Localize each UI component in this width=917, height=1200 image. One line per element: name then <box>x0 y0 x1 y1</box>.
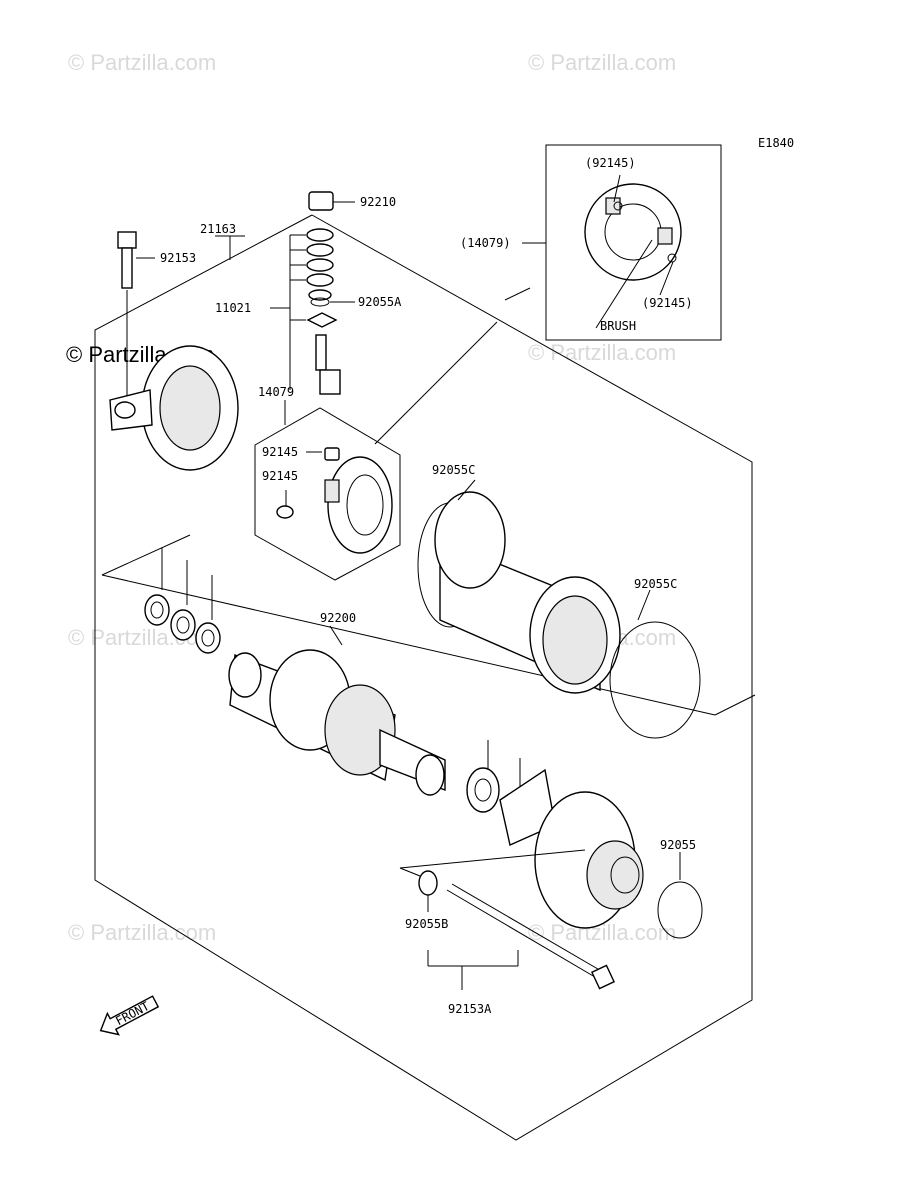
inset-label-14079: (14079) <box>460 236 511 250</box>
label-92055: 92055 <box>660 838 696 852</box>
watermark-6: © Partzilla.com <box>68 920 216 945</box>
label-11021: 11021 <box>215 301 251 315</box>
brush-inset: (92145) (14079) (92145) BRUSH <box>374 144 722 445</box>
label-92200: 92200 <box>320 611 356 625</box>
label-92145-lower: 92145 <box>262 469 298 483</box>
label-92153A: 92153A <box>448 1002 492 1016</box>
armature-92200 <box>228 625 446 796</box>
watermark-1: © Partzilla.com <box>68 50 216 75</box>
oring-92055 <box>657 852 703 939</box>
front-arrow-icon: FRONT <box>99 995 160 1036</box>
nut-92210 <box>308 191 355 211</box>
washer-stack-11021 <box>270 228 355 395</box>
label-21163: 21163 <box>200 222 236 236</box>
inset-label-92145-bottom: (92145) <box>642 296 693 310</box>
guide-line <box>101 534 191 576</box>
label-14079: 14079 <box>258 385 294 399</box>
assembly-outline <box>94 214 753 1141</box>
watermark-2: © Partzilla.com <box>528 50 676 75</box>
label-92055B: 92055B <box>405 917 448 931</box>
label-92210: 92210 <box>360 195 396 209</box>
label-92145-upper: 92145 <box>262 445 298 459</box>
thrust-washers <box>144 548 221 654</box>
end-frame <box>399 791 644 929</box>
through-bolt-92153A <box>427 883 615 990</box>
bolt-92153 <box>117 231 155 400</box>
label-92055A: 92055A <box>358 295 402 309</box>
label-92153: 92153 <box>160 251 196 265</box>
inset-label-brush: BRUSH <box>600 319 636 333</box>
watermark-3: © Partzilla.com <box>528 340 676 365</box>
guide-line <box>714 694 756 716</box>
brush-holder-14079: 14079 <box>254 385 401 581</box>
front-arrow-label: FRONT <box>113 999 151 1028</box>
oring-92055B <box>418 870 438 912</box>
label-92055C-top: 92055C <box>432 463 475 477</box>
diagram-code: E1840 <box>758 136 794 150</box>
yoke-assembly <box>417 479 701 739</box>
label-92055C-right: 92055C <box>634 577 677 591</box>
guide-line <box>101 574 716 716</box>
inset-label-92145-top: (92145) <box>585 156 636 170</box>
end-cover-21163 <box>109 345 239 471</box>
